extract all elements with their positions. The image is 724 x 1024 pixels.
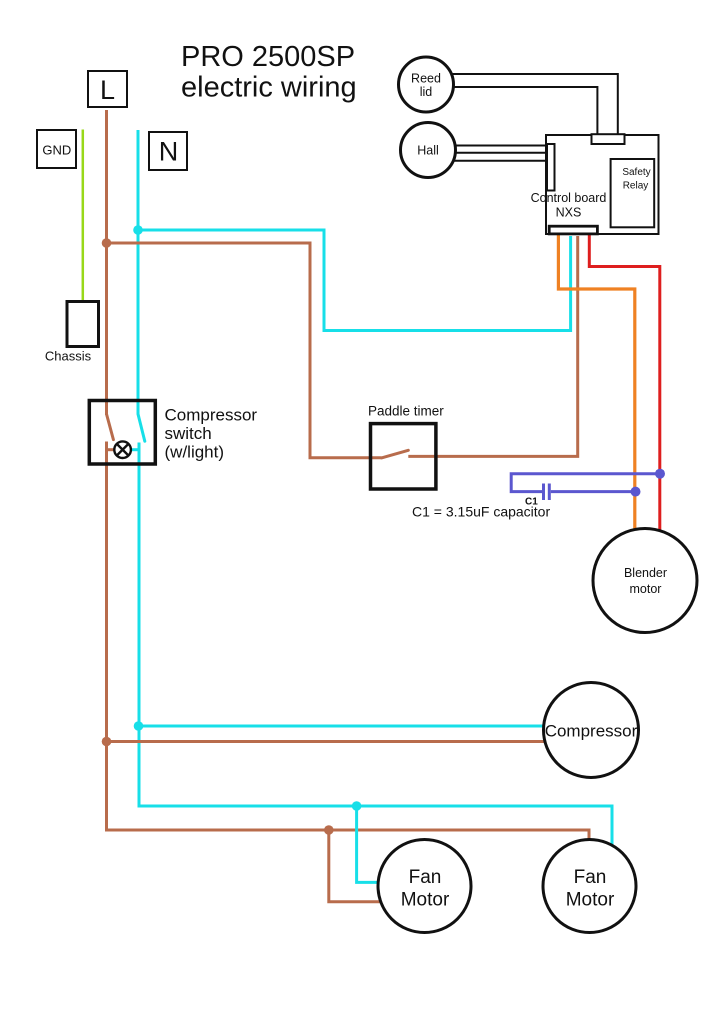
svg-text:Hall: Hall	[417, 144, 439, 158]
svg-text:switch: switch	[165, 424, 212, 443]
svg-text:Fan: Fan	[574, 867, 607, 888]
svg-text:lid: lid	[420, 85, 433, 99]
svg-text:Fan: Fan	[409, 867, 442, 888]
svg-text:C1: C1	[525, 497, 538, 508]
svg-text:NXS: NXS	[556, 206, 582, 220]
svg-text:Control board: Control board	[531, 191, 607, 205]
svg-text:Compressor: Compressor	[545, 722, 638, 741]
svg-text:Reed: Reed	[411, 72, 441, 86]
svg-text:Compressor: Compressor	[165, 406, 258, 425]
svg-text:N: N	[159, 137, 179, 167]
svg-text:Blender: Blender	[624, 566, 667, 580]
svg-text:PRO 2500SP: PRO 2500SP	[181, 41, 355, 73]
svg-text:Relay: Relay	[623, 181, 649, 192]
svg-text:Safety: Safety	[622, 167, 650, 178]
svg-text:Motor: Motor	[566, 890, 615, 911]
svg-text:electric wiring: electric wiring	[181, 72, 357, 104]
svg-text:L: L	[100, 75, 115, 105]
svg-text:(w/light): (w/light)	[165, 443, 225, 462]
svg-text:C1 = 3.15uF capacitor: C1 = 3.15uF capacitor	[412, 504, 550, 520]
svg-text:Motor: Motor	[401, 890, 450, 911]
svg-text:GND: GND	[42, 142, 71, 157]
svg-text:Chassis: Chassis	[45, 349, 92, 364]
svg-text:motor: motor	[630, 582, 662, 596]
svg-text:Paddle timer: Paddle timer	[368, 404, 444, 419]
